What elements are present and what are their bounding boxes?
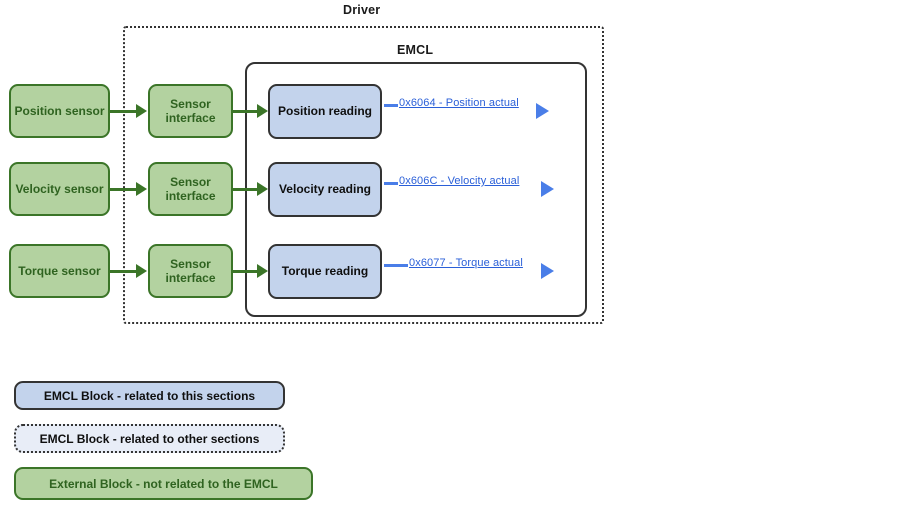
node-label-line-2: interface <box>165 271 216 285</box>
driver-container-title: Driver <box>343 3 381 17</box>
node-label: Sensor interface <box>165 257 215 285</box>
arrowhead-icon <box>136 264 147 278</box>
node-velocity-reading[interactable]: Velocity reading <box>268 162 382 217</box>
node-velocity-sensor[interactable]: Velocity sensor <box>9 162 110 216</box>
object-link-torque-actual[interactable]: 0x6077 - Torque actual <box>409 257 523 269</box>
node-label: Torque reading <box>281 264 369 279</box>
legend-label: EMCL Block - related to this sections <box>43 388 256 403</box>
connector-velocity-sensor-to-interface <box>110 188 137 191</box>
node-label: Torque sensor <box>18 263 101 278</box>
node-label-line-2: interface <box>165 111 216 125</box>
connector-torque-sensor-to-interface <box>110 270 137 273</box>
legend-item-external-block: External Block - not related to the EMCL <box>14 467 313 500</box>
node-label-line-2: interface <box>165 189 216 203</box>
node-label: Position reading <box>277 104 372 119</box>
connector-velocity-object-link <box>384 182 398 185</box>
node-torque-sensor-interface[interactable]: Sensor interface <box>148 244 233 298</box>
driver-container <box>123 26 604 324</box>
connector-position-interface-to-reading <box>233 110 258 113</box>
node-position-reading[interactable]: Position reading <box>268 84 382 139</box>
node-label: Velocity reading <box>278 182 372 197</box>
arrowhead-icon <box>257 182 268 196</box>
node-label-line-1: Sensor <box>170 174 211 189</box>
legend-label: EMCL Block - related to other sections <box>39 431 260 446</box>
node-label: Velocity sensor <box>15 181 104 196</box>
legend-label: External Block - not related to the EMCL <box>49 476 278 491</box>
node-label: Sensor interface <box>165 97 215 125</box>
arrowhead-icon <box>136 104 147 118</box>
node-velocity-sensor-interface[interactable]: Sensor interface <box>148 162 233 216</box>
node-label-line-1: Sensor <box>170 256 211 271</box>
legend-item-emcl-this-section: EMCL Block - related to this sections <box>14 381 285 410</box>
connector-velocity-interface-to-reading <box>233 188 258 191</box>
node-label-line-1: Sensor <box>170 96 211 111</box>
node-label: Position sensor <box>14 103 105 118</box>
connector-torque-object-link <box>384 264 408 267</box>
node-position-sensor[interactable]: Position sensor <box>9 84 110 138</box>
arrowhead-icon <box>541 181 554 197</box>
object-link-velocity-actual[interactable]: 0x606C - Velocity actual <box>399 175 520 187</box>
node-label: Sensor interface <box>165 175 215 203</box>
connector-torque-interface-to-reading <box>233 270 258 273</box>
arrowhead-icon <box>257 264 268 278</box>
node-torque-sensor[interactable]: Torque sensor <box>9 244 110 298</box>
arrowhead-icon <box>257 104 268 118</box>
arrowhead-icon <box>541 263 554 279</box>
object-link-position-actual[interactable]: 0x6064 - Position actual <box>399 97 519 109</box>
node-torque-reading[interactable]: Torque reading <box>268 244 382 299</box>
node-position-sensor-interface[interactable]: Sensor interface <box>148 84 233 138</box>
connector-position-object-link <box>384 104 398 107</box>
arrowhead-icon <box>536 103 549 119</box>
connector-position-sensor-to-interface <box>110 110 137 113</box>
emcl-container-title: EMCL <box>397 43 434 57</box>
arrowhead-icon <box>136 182 147 196</box>
legend-item-emcl-other-sections: EMCL Block - related to other sections <box>14 424 285 453</box>
